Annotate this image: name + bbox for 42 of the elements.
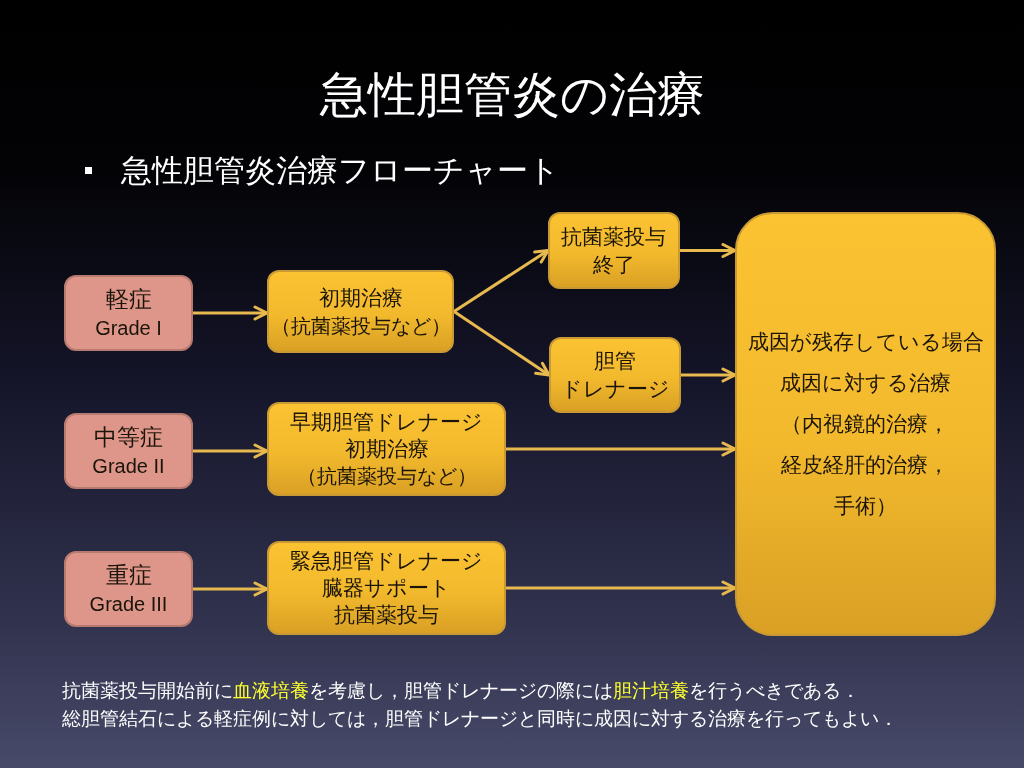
arrow — [193, 443, 269, 459]
box-text: 緊急胆管ドレナージ — [290, 547, 483, 575]
severity-box — [64, 551, 193, 627]
box-text: 重症 — [105, 561, 152, 590]
box-text: ドレナージ — [560, 376, 670, 403]
box-text: （抗菌薬投与など） — [270, 313, 451, 340]
box-text: Grade I — [95, 316, 162, 341]
box-text: 成因が残存している場合 — [747, 328, 984, 356]
treatment-box — [267, 270, 454, 353]
box-text: 初期治療 — [318, 284, 403, 312]
box-text: Grade II — [92, 454, 165, 479]
treatment-box — [267, 541, 506, 635]
note-text: 抗菌薬投与開始前に血液培養を考慮し，胆管ドレナージの際には胆汁培養を行うべきである． — [62, 678, 860, 703]
treatment-box — [548, 212, 680, 289]
box-text: （抗菌薬投与など） — [296, 462, 477, 490]
arrow — [453, 249, 550, 313]
box-text: 胆管 — [594, 348, 636, 375]
box-text: 早期胆管ドレナージ — [290, 408, 483, 436]
slide-title: 急性胆管炎の治療 — [318, 65, 706, 124]
severity-box — [64, 275, 193, 351]
treatment-box — [549, 337, 681, 413]
box-text: Grade III — [89, 592, 168, 617]
arrow — [453, 310, 551, 377]
box-text: 初期治療 — [344, 435, 429, 463]
severity-box — [64, 413, 193, 489]
box-text: 成因に対する治療 — [780, 369, 951, 397]
treatment-box — [267, 402, 506, 496]
box-text: 臓器サポート — [322, 574, 451, 602]
arrow — [193, 581, 269, 597]
arrow — [681, 367, 737, 383]
box-text: 抗菌薬投与終了 — [560, 223, 668, 279]
box-text: （内視鏡的治療，経皮経肝的治療，手術） — [780, 410, 951, 520]
note-text: 総胆管結石による軽症例に対しては，胆管ドレナージと同時に成因に対する治療を行ってもよい． — [62, 706, 898, 731]
arrow — [506, 441, 737, 457]
box-text: 抗菌薬投与 — [334, 601, 439, 629]
treatment-panel — [735, 212, 996, 636]
box-text: 軽症 — [105, 285, 152, 314]
arrow — [506, 580, 737, 596]
arrow — [680, 243, 737, 258]
arrow — [193, 305, 269, 321]
bullet-text: 急性胆管炎治療フローチャート — [121, 151, 560, 190]
box-text: 中等症 — [94, 423, 163, 452]
